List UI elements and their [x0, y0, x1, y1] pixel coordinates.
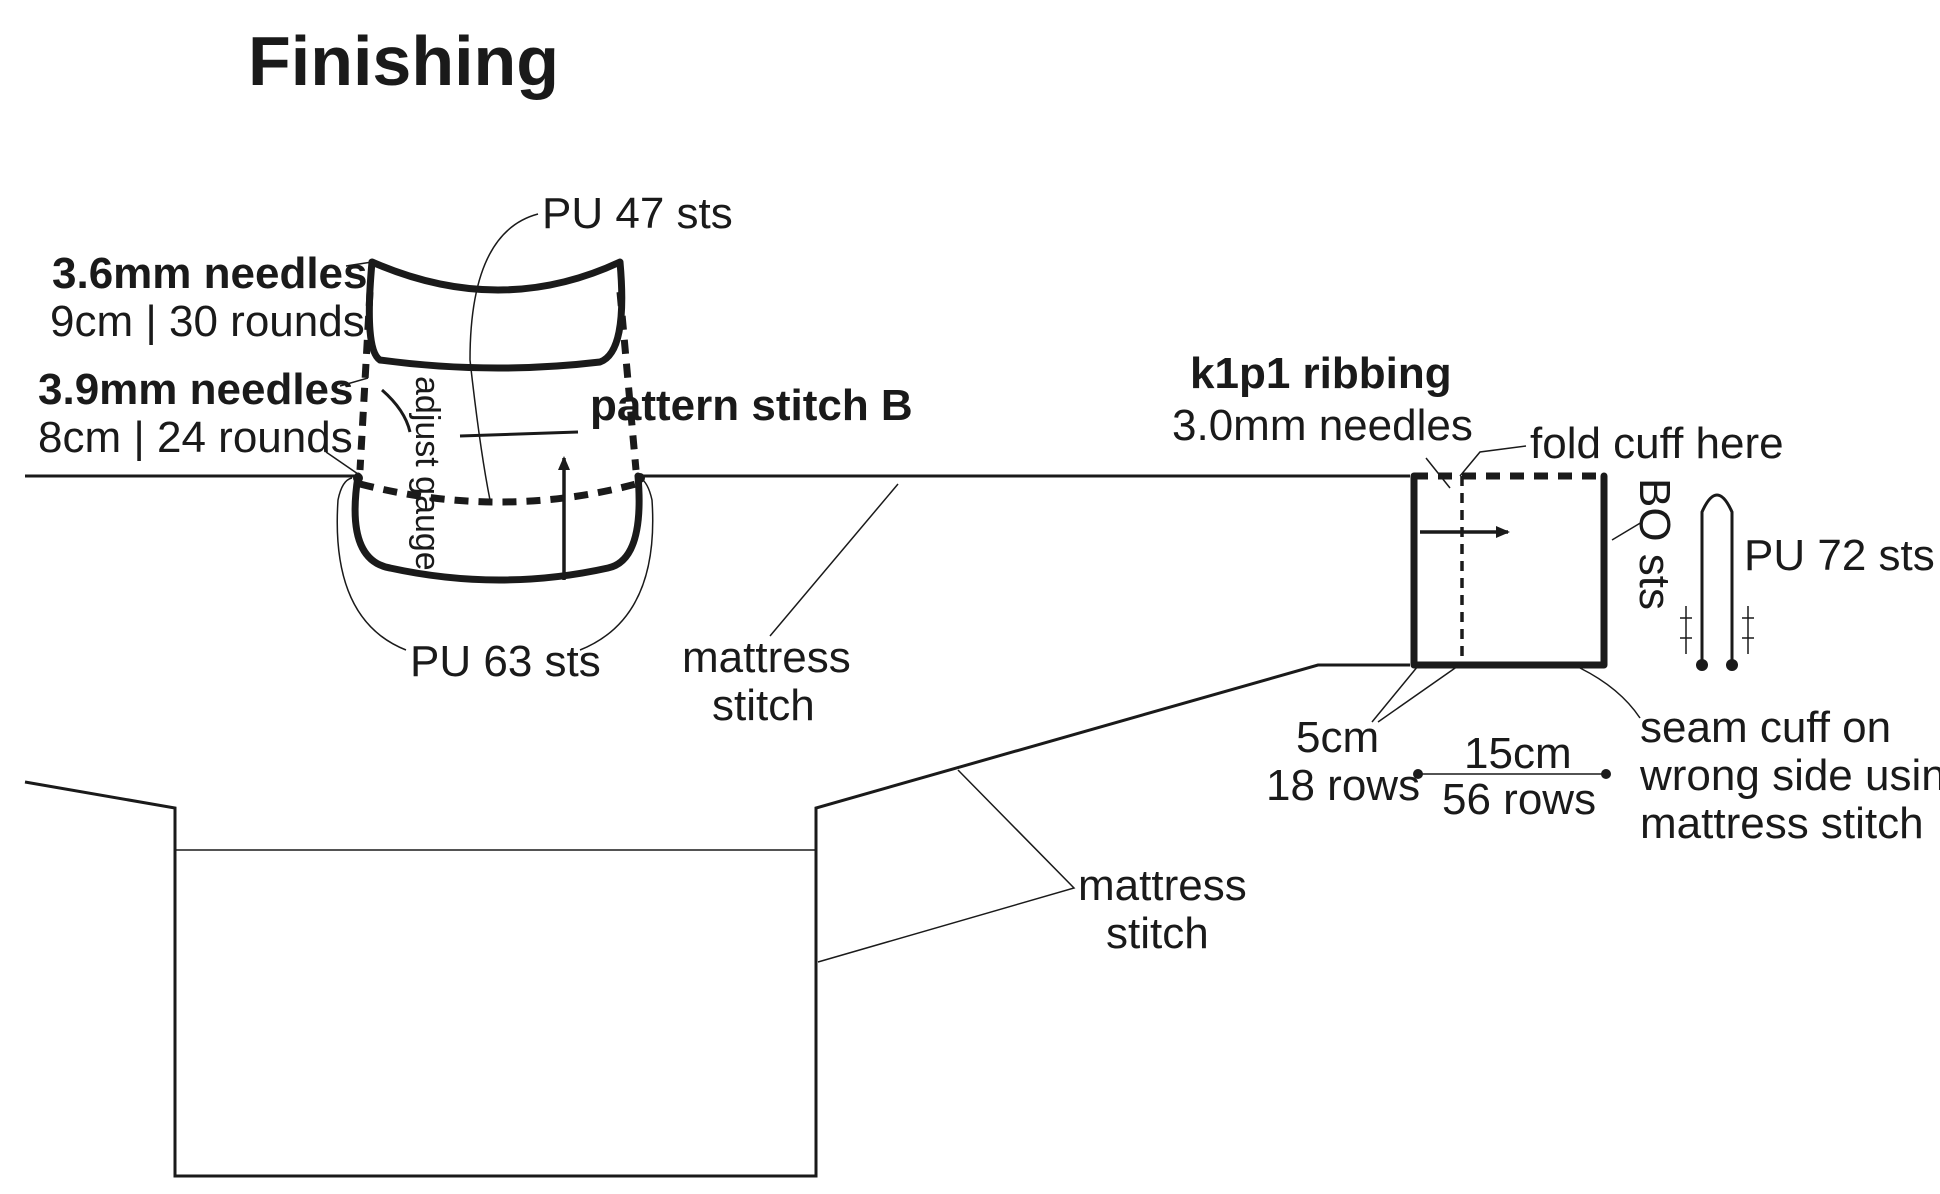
mattress-upper-line2: stitch	[712, 681, 815, 730]
cuff-diagram	[1410, 472, 1608, 669]
pu-bottom-leader-left	[336, 477, 407, 651]
fold-label: fold cuff here	[1530, 419, 1784, 468]
seam-line1: seam cuff on	[1640, 703, 1891, 752]
pattern-line	[459, 430, 579, 438]
bo-sts-label: BO sts	[1630, 478, 1679, 610]
collar-midline-dashed	[359, 480, 637, 506]
bo-leader	[1611, 521, 1643, 541]
seam-leader	[1579, 667, 1641, 719]
pu-top-label: PU 47 sts	[542, 189, 733, 238]
width-rows-label: 18 rows	[1266, 761, 1420, 810]
mattress-upper-line1: mattress	[682, 633, 851, 682]
needles-top-detail: 9cm | 30 rounds	[50, 297, 365, 346]
seam-line3: mattress stitch	[1640, 799, 1924, 848]
length-cm-label: 15cm	[1464, 729, 1572, 778]
pu-cuff-loop	[1700, 493, 1734, 665]
mattress-lower-line2: stitch	[1106, 909, 1209, 958]
pattern-stitch-label: pattern stitch B	[590, 381, 913, 430]
pu-cuff-dot-right	[1726, 659, 1738, 671]
pu-cuff-dot-left	[1696, 659, 1708, 671]
collar-join-left-dot	[353, 473, 363, 483]
seam-line2: wrong side using	[1639, 751, 1940, 800]
length-dot-left	[1413, 769, 1423, 779]
collar-top-piece	[365, 258, 626, 372]
needles-top-label: 3.6mm needles	[52, 249, 368, 298]
length-rows-label: 56 rows	[1442, 775, 1596, 824]
collar-join-right-dot	[635, 473, 645, 483]
collar-side-left-dashed	[356, 291, 374, 471]
pu-top-leader	[469, 213, 539, 501]
needles-bottom-detail: 8cm | 24 rounds	[38, 413, 353, 462]
needles-bottom-leader	[339, 377, 369, 387]
pu-bottom-leader-right	[579, 477, 654, 651]
cuff-outline	[1410, 472, 1608, 669]
adjust-gauge-marker	[381, 388, 412, 433]
page-title: Finishing	[248, 22, 559, 100]
needles-detail-leader	[325, 451, 359, 475]
mattress-upper-leader	[769, 483, 899, 637]
mattress-lower-leader	[817, 769, 1076, 963]
cuff-needles-label: 3.0mm needles	[1172, 401, 1473, 450]
pu-cuff-label: PU 72 sts	[1744, 531, 1935, 580]
needles-bottom-label: 3.9mm needles	[38, 365, 354, 414]
mattress-lower-line1: mattress	[1078, 861, 1247, 910]
ribbing-leader	[1425, 457, 1451, 489]
pu-cuff-tick-left	[1680, 606, 1692, 654]
fold-leader	[1459, 445, 1527, 477]
adjust-gauge-label: adjust gauge	[408, 376, 446, 571]
ribbing-label: k1p1 ribbing	[1190, 349, 1452, 398]
pu-bottom-label: PU 63 sts	[410, 637, 601, 686]
garment-outline	[24, 474, 1410, 1178]
body-lower-outline	[24, 663, 1410, 1178]
width-leader-b	[1377, 665, 1459, 723]
length-dot-right	[1601, 769, 1611, 779]
collar-bottom-piece	[351, 472, 643, 584]
collar-side-right-dashed	[616, 291, 640, 471]
width-leader-a	[1371, 665, 1419, 723]
needles-top-leader	[345, 261, 373, 267]
width-cm-label: 5cm	[1296, 713, 1379, 762]
pu-cuff-tick-right	[1742, 606, 1754, 654]
